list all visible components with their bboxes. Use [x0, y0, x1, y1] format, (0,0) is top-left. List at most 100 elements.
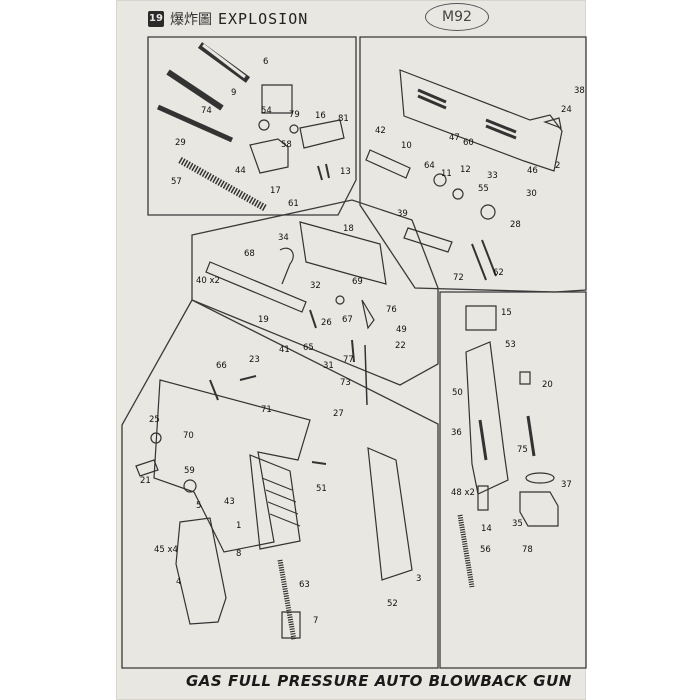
part-label-79: 79: [289, 110, 300, 120]
part-label-10: 10: [401, 141, 412, 151]
part-label-67: 67: [342, 315, 353, 325]
part-label-55: 55: [478, 184, 489, 194]
part-label-59: 59: [184, 466, 195, 476]
part-label-76: 76: [386, 305, 397, 315]
part-label-44: 44: [235, 166, 246, 176]
part-label-70: 70: [183, 431, 194, 441]
part-label-47: 47: [449, 133, 460, 143]
part-label-52: 52: [387, 599, 398, 609]
part-label-27: 27: [333, 409, 344, 419]
part-label-41: 41: [279, 345, 290, 355]
magazine-parts: [457, 305, 559, 588]
part-label-81: 81: [338, 114, 349, 124]
part-label-38: 38: [574, 86, 585, 96]
part-label-33: 33: [487, 171, 498, 181]
part-label-58: 58: [281, 140, 292, 150]
part-label-45: 45 x4: [154, 545, 178, 555]
part-label-32: 32: [310, 281, 321, 291]
part-label-42: 42: [375, 126, 386, 136]
part-label-12: 12: [460, 165, 471, 175]
part-label-2: 2: [555, 161, 560, 171]
part-label-17: 17: [270, 186, 281, 196]
part-label-53: 53: [505, 340, 516, 350]
part-label-77: 77: [343, 355, 354, 365]
part-label-30: 30: [526, 189, 537, 199]
part-label-39: 39: [397, 209, 408, 219]
part-label-11: 11: [441, 169, 452, 179]
part-label-34: 34: [278, 233, 289, 243]
part-label-31: 31: [323, 361, 334, 371]
barrel-parts: [156, 42, 345, 212]
part-label-19: 19: [258, 315, 269, 325]
part-label-73: 73: [340, 378, 351, 388]
part-label-1: 1: [236, 521, 241, 531]
part-label-3: 3: [416, 574, 421, 584]
part-label-8: 8: [236, 549, 241, 559]
part-label-64: 64: [424, 161, 435, 171]
slide-parts: [365, 69, 563, 281]
part-label-16: 16: [315, 111, 326, 121]
section-number: 19: [148, 11, 164, 27]
part-label-54: 54: [261, 106, 272, 116]
part-label-71: 71: [261, 405, 272, 415]
panel-slide: [359, 36, 587, 293]
panel-magazine: [439, 291, 587, 669]
part-labels: 6 9 74 54 79 16 81 29 58 44 13 57 17 61 …: [140, 57, 585, 626]
part-label-43: 43: [224, 497, 235, 507]
part-label-46: 46: [527, 166, 538, 176]
part-label-24: 24: [561, 105, 572, 115]
part-label-66: 66: [216, 361, 227, 371]
part-label-7: 7: [313, 616, 318, 626]
section-header: 19 爆炸圖 EXPLOSION: [148, 8, 308, 30]
diagram-sheet: [116, 0, 586, 700]
part-label-61: 61: [288, 199, 299, 209]
panel-grip: [121, 299, 439, 669]
part-label-49: 49: [396, 325, 407, 335]
part-label-56: 56: [480, 545, 491, 555]
part-label-78: 78: [522, 545, 533, 555]
part-label-25: 25: [149, 415, 160, 425]
model-label: M92: [425, 3, 489, 31]
part-label-23: 23: [249, 355, 260, 365]
part-label-40: 40 x2: [196, 276, 220, 286]
part-label-29: 29: [175, 138, 186, 148]
section-title: EXPLOSION: [218, 10, 309, 28]
part-label-57: 57: [171, 177, 182, 187]
part-label-4: 4: [176, 577, 181, 587]
panel-frame: [191, 199, 439, 386]
part-label-6: 6: [263, 57, 268, 67]
part-label-72: 72: [453, 273, 464, 283]
part-label-74: 74: [201, 106, 212, 116]
part-label-14: 14: [481, 524, 492, 534]
part-label-50: 50: [452, 388, 463, 398]
part-label-36: 36: [451, 428, 462, 438]
part-label-22: 22: [395, 341, 406, 351]
part-label-68: 68: [244, 249, 255, 259]
part-label-15: 15: [501, 308, 512, 318]
part-label-5: 5: [196, 501, 201, 511]
section-cjk-title: 爆炸圖: [170, 12, 212, 28]
frame-parts: [205, 221, 387, 406]
part-label-20: 20: [542, 380, 553, 390]
part-label-35: 35: [512, 519, 523, 529]
grip-parts: [135, 375, 413, 641]
part-label-63: 63: [299, 580, 310, 590]
part-label-60: 60: [463, 138, 474, 148]
panel-outlines: [121, 36, 587, 669]
footer-caption: GAS FULL PRESSURE AUTO BLOWBACK GUN: [186, 672, 572, 690]
part-label-51: 51: [316, 484, 327, 494]
part-label-26: 26: [321, 318, 332, 328]
part-label-28: 28: [510, 220, 521, 230]
part-label-75: 75: [517, 445, 528, 455]
part-label-65: 65: [303, 343, 314, 353]
part-label-48: 48 x2: [451, 488, 475, 498]
part-label-69: 69: [352, 277, 363, 287]
part-label-37: 37: [561, 480, 572, 490]
part-label-9: 9: [231, 88, 236, 98]
part-label-18: 18: [343, 224, 354, 234]
part-label-21: 21: [140, 476, 151, 486]
panel-barrel: [147, 36, 357, 216]
part-label-62: 62: [493, 268, 504, 278]
part-label-13: 13: [340, 167, 351, 177]
